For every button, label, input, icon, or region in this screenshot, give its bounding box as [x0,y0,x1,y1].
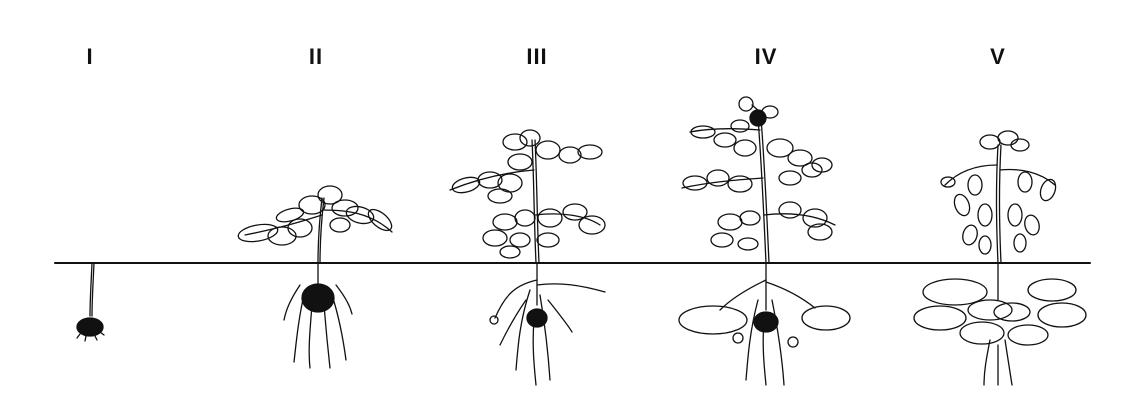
tuber [679,306,747,334]
plant-stage-3 [450,130,605,385]
tuber [802,306,850,330]
tuber [1008,325,1048,345]
tuber [1038,303,1086,327]
tuber [960,322,1004,344]
tuber [914,306,966,330]
plant-stage-4 [679,97,850,385]
plant-stage-2 [237,186,395,368]
tuber [1028,279,1076,301]
plant-stage-1 [77,263,104,341]
plant-stage-5 [914,131,1086,385]
tuber [923,279,987,305]
seed-tuber [77,318,103,336]
